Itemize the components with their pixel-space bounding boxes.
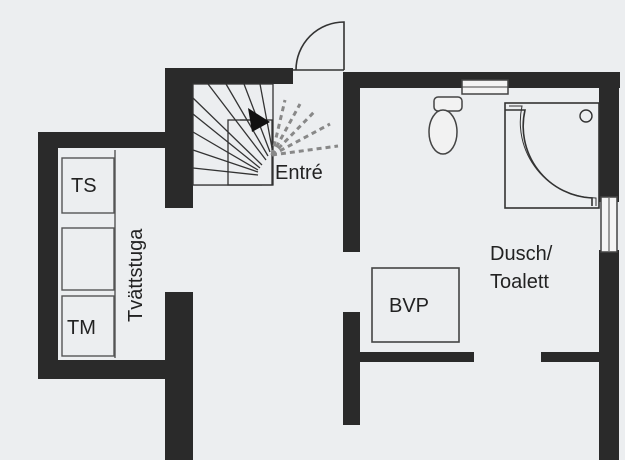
wall-central-lower [165, 292, 193, 460]
label-tvattstuga: Tvättstuga [125, 228, 147, 322]
label-ts: TS [71, 175, 97, 197]
entry-swing-lines [270, 99, 339, 157]
wall-bath-partition-left [350, 352, 474, 362]
bvp-unit [371, 267, 460, 343]
label-entre: Entré [275, 162, 323, 184]
wall-laundry-top [38, 132, 188, 148]
tm-appliance [61, 295, 115, 357]
wall-laundry-left [38, 132, 58, 379]
walls [38, 68, 620, 460]
shower-enclosure [504, 102, 600, 209]
window-top [461, 79, 509, 95]
laundry-appliances [61, 150, 116, 358]
toilet-icon [428, 96, 463, 155]
label-dusch: Dusch/ [490, 243, 553, 265]
window-right [600, 196, 618, 253]
label-bvp: BVP [389, 295, 430, 317]
wall-top-left [165, 68, 293, 84]
wall-right-upper [599, 72, 619, 202]
wall-bath-partition-right [541, 352, 608, 362]
laundry-counter [61, 227, 115, 291]
stair-arrow-icon [248, 108, 270, 132]
staircase [192, 83, 274, 186]
wall-entrance-right [343, 72, 360, 252]
wall-lower-stub [343, 312, 360, 425]
label-tm: TM [67, 317, 96, 339]
entry-door [293, 21, 345, 71]
wall-laundry-bottom [38, 360, 188, 379]
wall-right-lower [599, 250, 619, 460]
shower-head-icon [579, 109, 593, 123]
ts-appliance [61, 157, 115, 214]
label-toalett: Toalett [490, 271, 549, 293]
